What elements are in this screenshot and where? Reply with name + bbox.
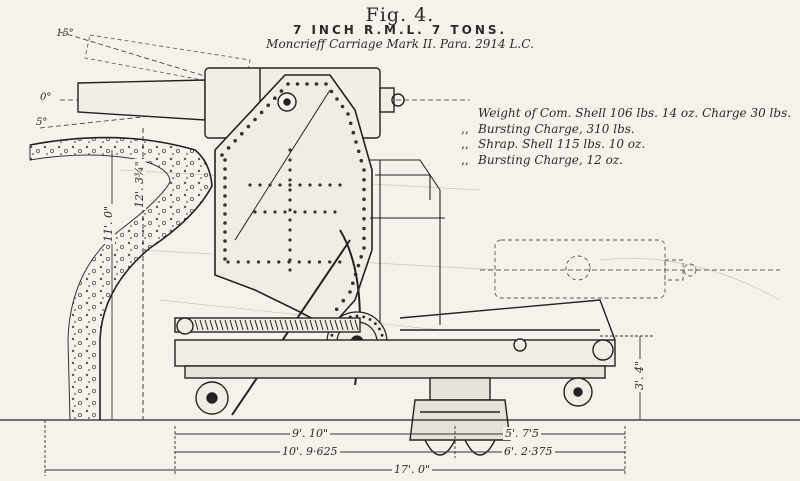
dim-10-9-625: 10'. 9·625 bbox=[280, 445, 340, 458]
racked-lower-frame bbox=[174, 299, 616, 379]
weights-table: Weight of Com. Shell 106 lbs. 14 oz. Cha… bbox=[452, 106, 791, 168]
page-subtitle: Moncrieff Carriage Mark II. Para. 2914 L… bbox=[266, 37, 534, 51]
angle-label-0: 0° bbox=[40, 92, 52, 103]
trunnion bbox=[277, 92, 297, 112]
weight-row: Weight of Com. Shell 106 lbs. 14 oz. Cha… bbox=[478, 106, 792, 120]
central-pivot bbox=[409, 377, 511, 456]
weight-row: ,,Bursting Charge, 310 lbs. bbox=[461, 121, 635, 136]
dim-17-0: 17'. 0" bbox=[392, 463, 433, 476]
dim-3-4: 3'. 4" bbox=[633, 358, 646, 392]
dim-6-2-375: 6'. 2·375 bbox=[502, 445, 555, 458]
dim-12-3-4: 12'. 3¾" bbox=[133, 159, 146, 210]
dim-11-0: 11'. 0" bbox=[102, 203, 115, 244]
angle-label-5: 5° bbox=[36, 117, 48, 128]
carriage-wheels bbox=[176, 317, 614, 415]
dim-9-10: 9'. 10" bbox=[290, 427, 331, 440]
angle-label-15: 15° bbox=[56, 28, 74, 39]
figure-number: Fig. 4. bbox=[365, 4, 435, 26]
page-title: 7 INCH R.M.L. 7 TONS. bbox=[292, 23, 508, 37]
gun-ghost-lowered bbox=[494, 239, 697, 299]
rivet-dots bbox=[220, 82, 366, 312]
weight-row: ,,Shrap. Shell 115 lbs. 10 oz. bbox=[461, 137, 646, 151]
dim-5-7-5: 5'. 7'5 bbox=[503, 427, 542, 440]
weight-row: ,,Bursting Charge, 12 oz. bbox=[461, 152, 623, 167]
